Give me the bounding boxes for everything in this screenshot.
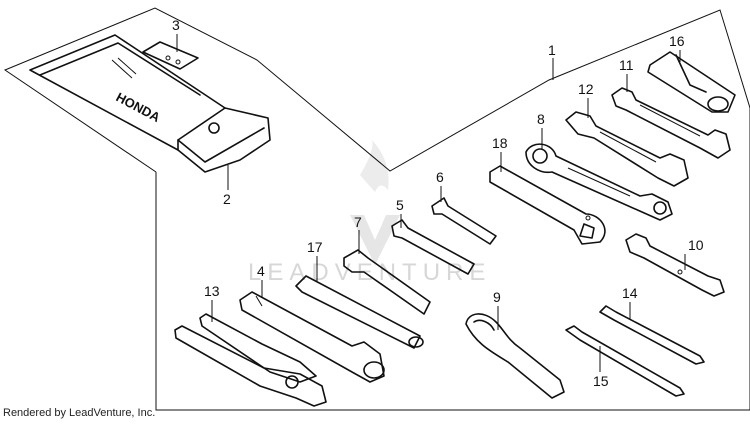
- screwdriver-15: [565, 325, 685, 397]
- callout-16: 16: [669, 33, 685, 49]
- callout-3: 3: [172, 17, 180, 33]
- callout-10: 10: [688, 237, 704, 253]
- wrench-10: [625, 233, 725, 297]
- leader-lines: [176, 34, 686, 372]
- wrench-11: [611, 87, 731, 159]
- tool-label-plate: [142, 41, 199, 70]
- callout-7: 7: [354, 214, 362, 230]
- callout-6: 6: [436, 169, 444, 185]
- callout-14: 14: [622, 285, 638, 301]
- callout-labels: 1 2 3 4 5 6 7 8 9 10 11 12 13 14 15 16 1…: [172, 17, 704, 389]
- callout-12: 12: [578, 81, 594, 97]
- handle-bar-17: [295, 275, 424, 349]
- box-wrench-18: [489, 165, 606, 245]
- callout-1: 1: [548, 42, 556, 58]
- hex-key-5: [391, 219, 475, 275]
- screwdriver-14: [599, 305, 705, 365]
- watermark-text: LEADVENTURE: [248, 259, 491, 286]
- callout-18: 18: [492, 135, 508, 151]
- hex-key-6: [431, 197, 497, 245]
- callout-4: 4: [257, 263, 265, 279]
- callout-8: 8: [537, 111, 545, 127]
- plug-wrench-4: [239, 291, 385, 383]
- watermark: LEADVENTURE: [248, 140, 491, 286]
- socket-tool: [647, 51, 736, 113]
- callout-13: 13: [204, 283, 220, 299]
- hex-key-7: [343, 249, 431, 315]
- kit-boundary-line: [3, 7, 750, 411]
- wrench-12: [565, 111, 689, 187]
- footer-credit: Rendered by LeadVenture, Inc.: [3, 407, 156, 419]
- callout-9: 9: [493, 289, 501, 305]
- watermark-logo-icon: [350, 215, 400, 265]
- pliers-13: [174, 313, 327, 407]
- ring-wrench-8: [525, 143, 673, 221]
- callout-15: 15: [593, 373, 609, 389]
- pin-spanner-9: [465, 313, 565, 399]
- callout-11: 11: [619, 57, 634, 73]
- callout-17: 17: [307, 239, 323, 255]
- callout-2: 2: [223, 191, 231, 207]
- callout-5: 5: [396, 197, 404, 213]
